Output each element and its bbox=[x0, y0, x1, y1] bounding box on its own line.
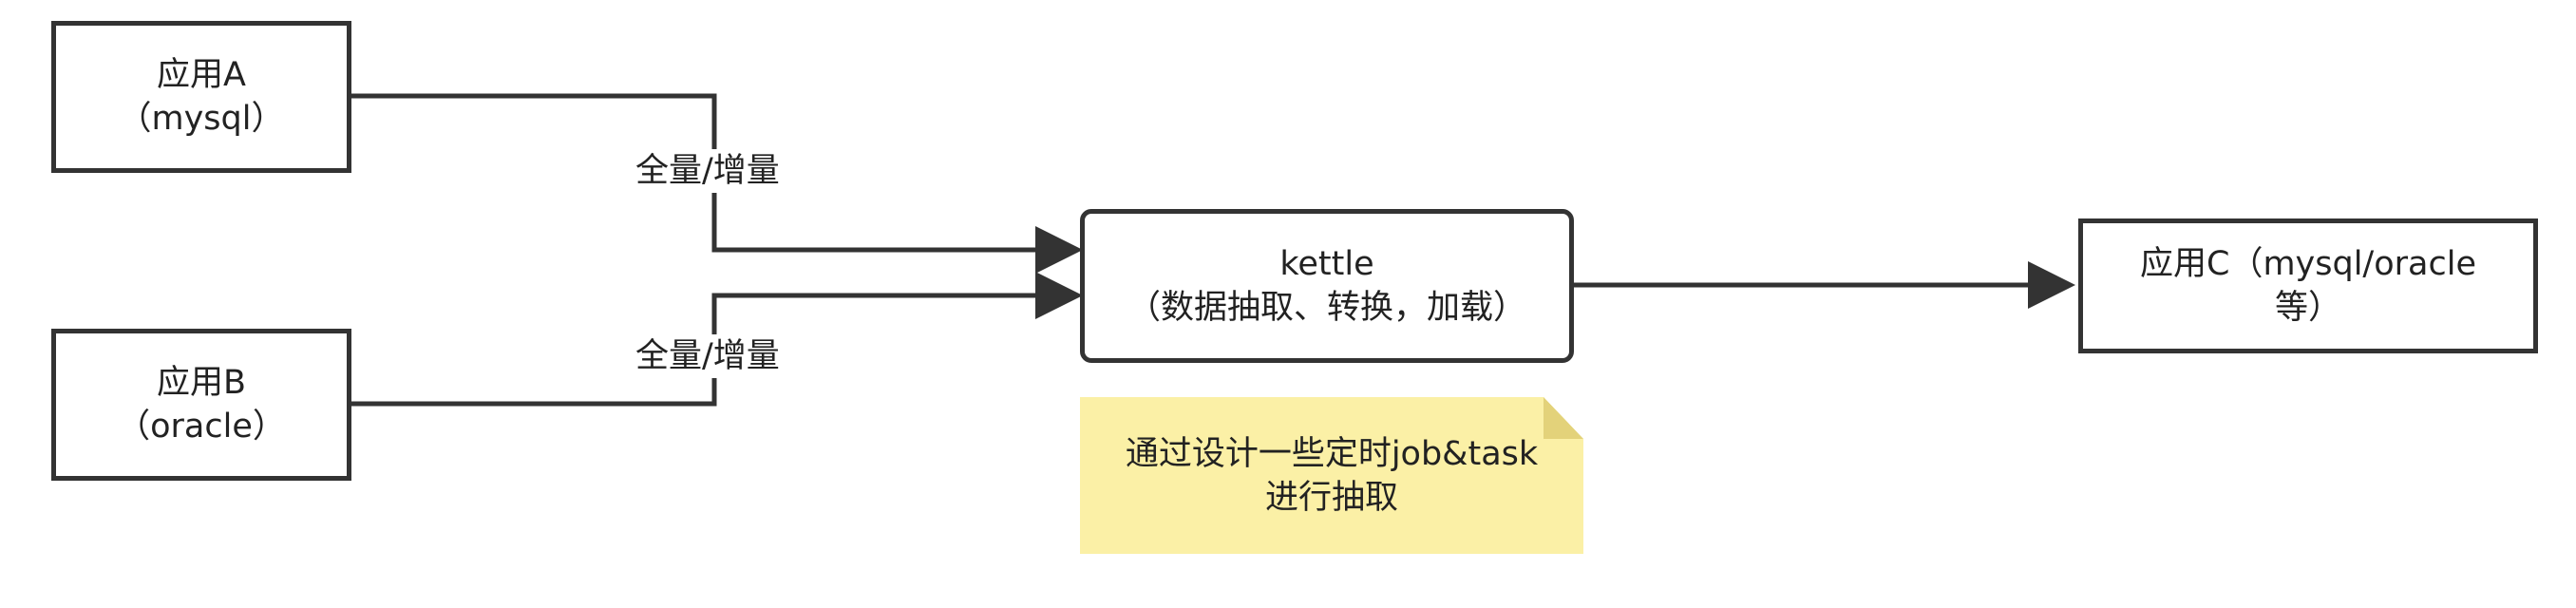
edge-b-label: 全量/增量 bbox=[632, 334, 784, 378]
node-kettle-title: kettle bbox=[1279, 245, 1374, 283]
node-kettle-subtitle: （数据抽取、转换，加载） bbox=[1127, 289, 1526, 327]
node-app-c-subtitle: 等） bbox=[2274, 289, 2341, 327]
node-app-a-subtitle: （mysql） bbox=[118, 100, 285, 138]
node-app-b-subtitle: （oracle） bbox=[117, 408, 286, 446]
edge-a-label: 全量/增量 bbox=[632, 149, 784, 193]
node-kettle: kettle （数据抽取、转换，加载） bbox=[1080, 209, 1574, 363]
sticky-note: 通过设计一些定时job&task 进行抽取 bbox=[1080, 397, 1583, 554]
sticky-note-line1: 通过设计一些定时job&task bbox=[1125, 434, 1539, 473]
node-app-c-title: 应用C（mysql/oracle bbox=[2140, 245, 2476, 283]
sticky-note-line2: 进行抽取 bbox=[1264, 478, 1398, 517]
sticky-note-shape bbox=[1080, 397, 1583, 554]
node-app-a-title: 应用A bbox=[157, 56, 246, 94]
node-app-b-title: 应用B bbox=[156, 364, 246, 402]
node-app-b: 应用B （oracle） bbox=[51, 329, 351, 481]
node-app-c: 应用C（mysql/oracle 等） bbox=[2078, 218, 2538, 353]
node-app-a: 应用A （mysql） bbox=[51, 21, 351, 173]
